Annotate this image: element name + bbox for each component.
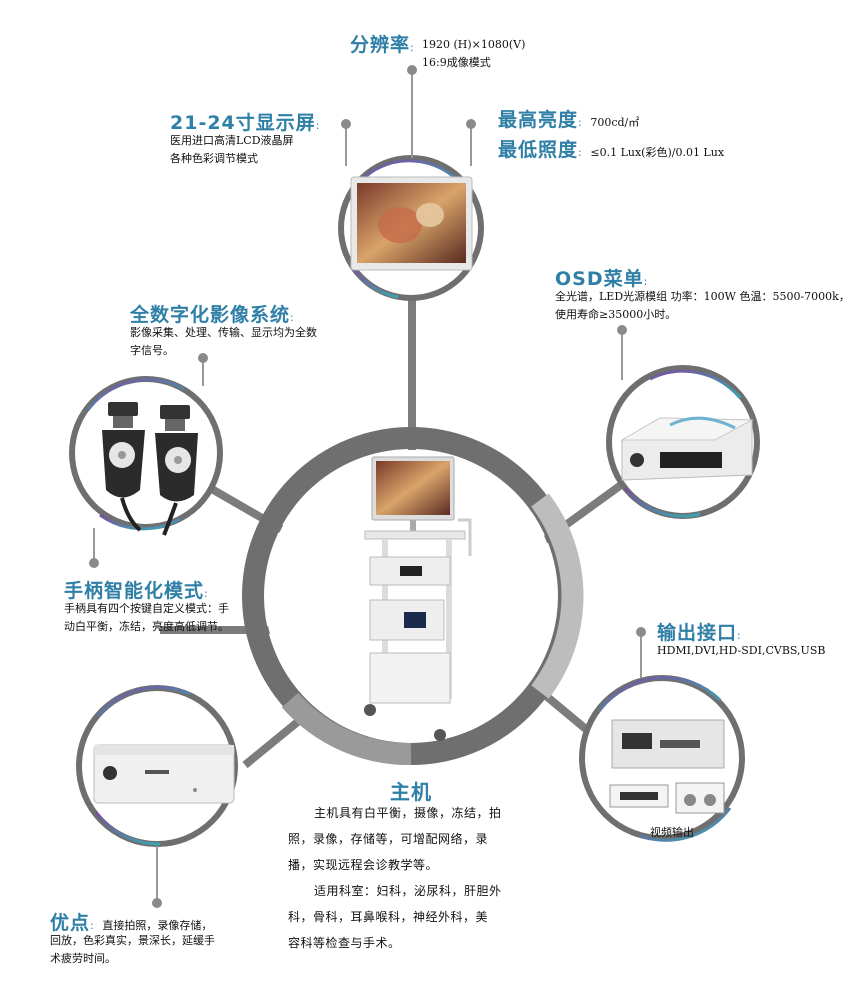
advantage-line1: 直接拍照，录像存储， — [102, 919, 213, 932]
max-brightness-title: 最高亮度: 700cd/㎡ — [498, 109, 640, 131]
handle-line2: 动白平衡，冻结，亮度高低调节。 — [64, 620, 229, 633]
host-para1-line1: 主机具有白平衡，摄像，冻结，拍 — [314, 806, 502, 820]
output-line1: HDMI,DVI,HD-SDI,CVBS,USB — [657, 644, 826, 657]
host-title: 主机 — [390, 780, 432, 804]
display-title: 21-24寸显示屏: — [170, 112, 321, 134]
resolution-title: 分辨率: — [350, 34, 415, 56]
min-illumination-title: 最低照度: ≤0.1 Lux(彩色)/0.01 Lux — [498, 139, 725, 161]
monitor-illustration — [350, 176, 473, 271]
resolution-line2: 16:9成像模式 — [422, 56, 491, 69]
output-caption: 视频输出 — [650, 826, 694, 839]
digital-line1: 影像采集、处理、传输、显示均为全数 — [130, 326, 317, 339]
host-para2-line3: 容科等检查与手术。 — [288, 936, 401, 950]
min-illumination-value: ≤0.1 Lux(彩色)/0.01 Lux — [590, 146, 725, 159]
advantage-line3: 术疲劳时间。 — [50, 952, 116, 965]
output-title-text: 输出接口 — [657, 622, 738, 644]
host-unit-illustration — [93, 744, 235, 804]
host-para2-line2: 科，骨科，耳鼻喉科，神经外科，美 — [288, 910, 489, 924]
output-title: 输出接口: — [657, 622, 742, 644]
resolution-title-text: 分辨率 — [350, 34, 411, 56]
host-description: 主机具有白平衡，摄像，冻结，拍 照，录像，存储等，可增配网络，录 播，实现远程会… — [288, 800, 528, 956]
advantage-line2: 回放，色彩真实，景深长，延缓手 — [50, 934, 215, 947]
advantage-title-text: 优点 — [50, 912, 91, 934]
max-brightness-value: 700cd/㎡ — [590, 116, 640, 129]
osd-title-text: OSD菜单 — [555, 268, 644, 290]
main-ring-inner — [265, 450, 557, 742]
handle-line1: 手柄具有四个按键自定义模式：手 — [64, 602, 229, 615]
osd-line2: 使用寿命≥35000小时。 — [555, 308, 677, 321]
camera-heads-illustration — [102, 402, 198, 536]
host-para1-line3: 播，实现远程会诊教学等。 — [288, 858, 439, 872]
handle-title-text: 手柄智能化模式 — [64, 580, 205, 602]
display-line2: 各种色彩调节模式 — [170, 152, 258, 165]
camera-head-circle — [69, 376, 223, 531]
osd-line1: 全光谱，LED光源模组 功率：100W 色温：5500-7000k， — [555, 290, 850, 303]
display-title-text: 21-24寸显示屏 — [170, 112, 316, 134]
digital-title-text: 全数字化影像系统 — [130, 304, 291, 326]
digital-title: 全数字化影像系统: — [130, 304, 295, 326]
resolution-line1: 1920 (H)×1080(V) — [422, 38, 526, 51]
host-para2-line1: 适用科室：妇科，泌尿科，肝胆外 — [314, 884, 502, 898]
display-line1: 医用进口高清LCD液晶屏 — [170, 134, 294, 147]
digital-line2: 字信号。 — [130, 344, 174, 357]
handle-title: 手柄智能化模式: — [64, 580, 209, 602]
host-para1-line2: 照，录像，存储等，可增配网络，录 — [288, 832, 489, 846]
max-brightness-title-text: 最高亮度 — [498, 109, 579, 131]
output-ports-illustration — [609, 719, 725, 814]
advantage-title: 优点: 直接拍照，录像存储， — [50, 912, 213, 934]
light-source-illustration — [620, 416, 754, 481]
min-illumination-title-text: 最低照度 — [498, 139, 579, 161]
endoscope-cart-illustration — [364, 456, 472, 741]
osd-title: OSD菜单: — [555, 268, 649, 290]
